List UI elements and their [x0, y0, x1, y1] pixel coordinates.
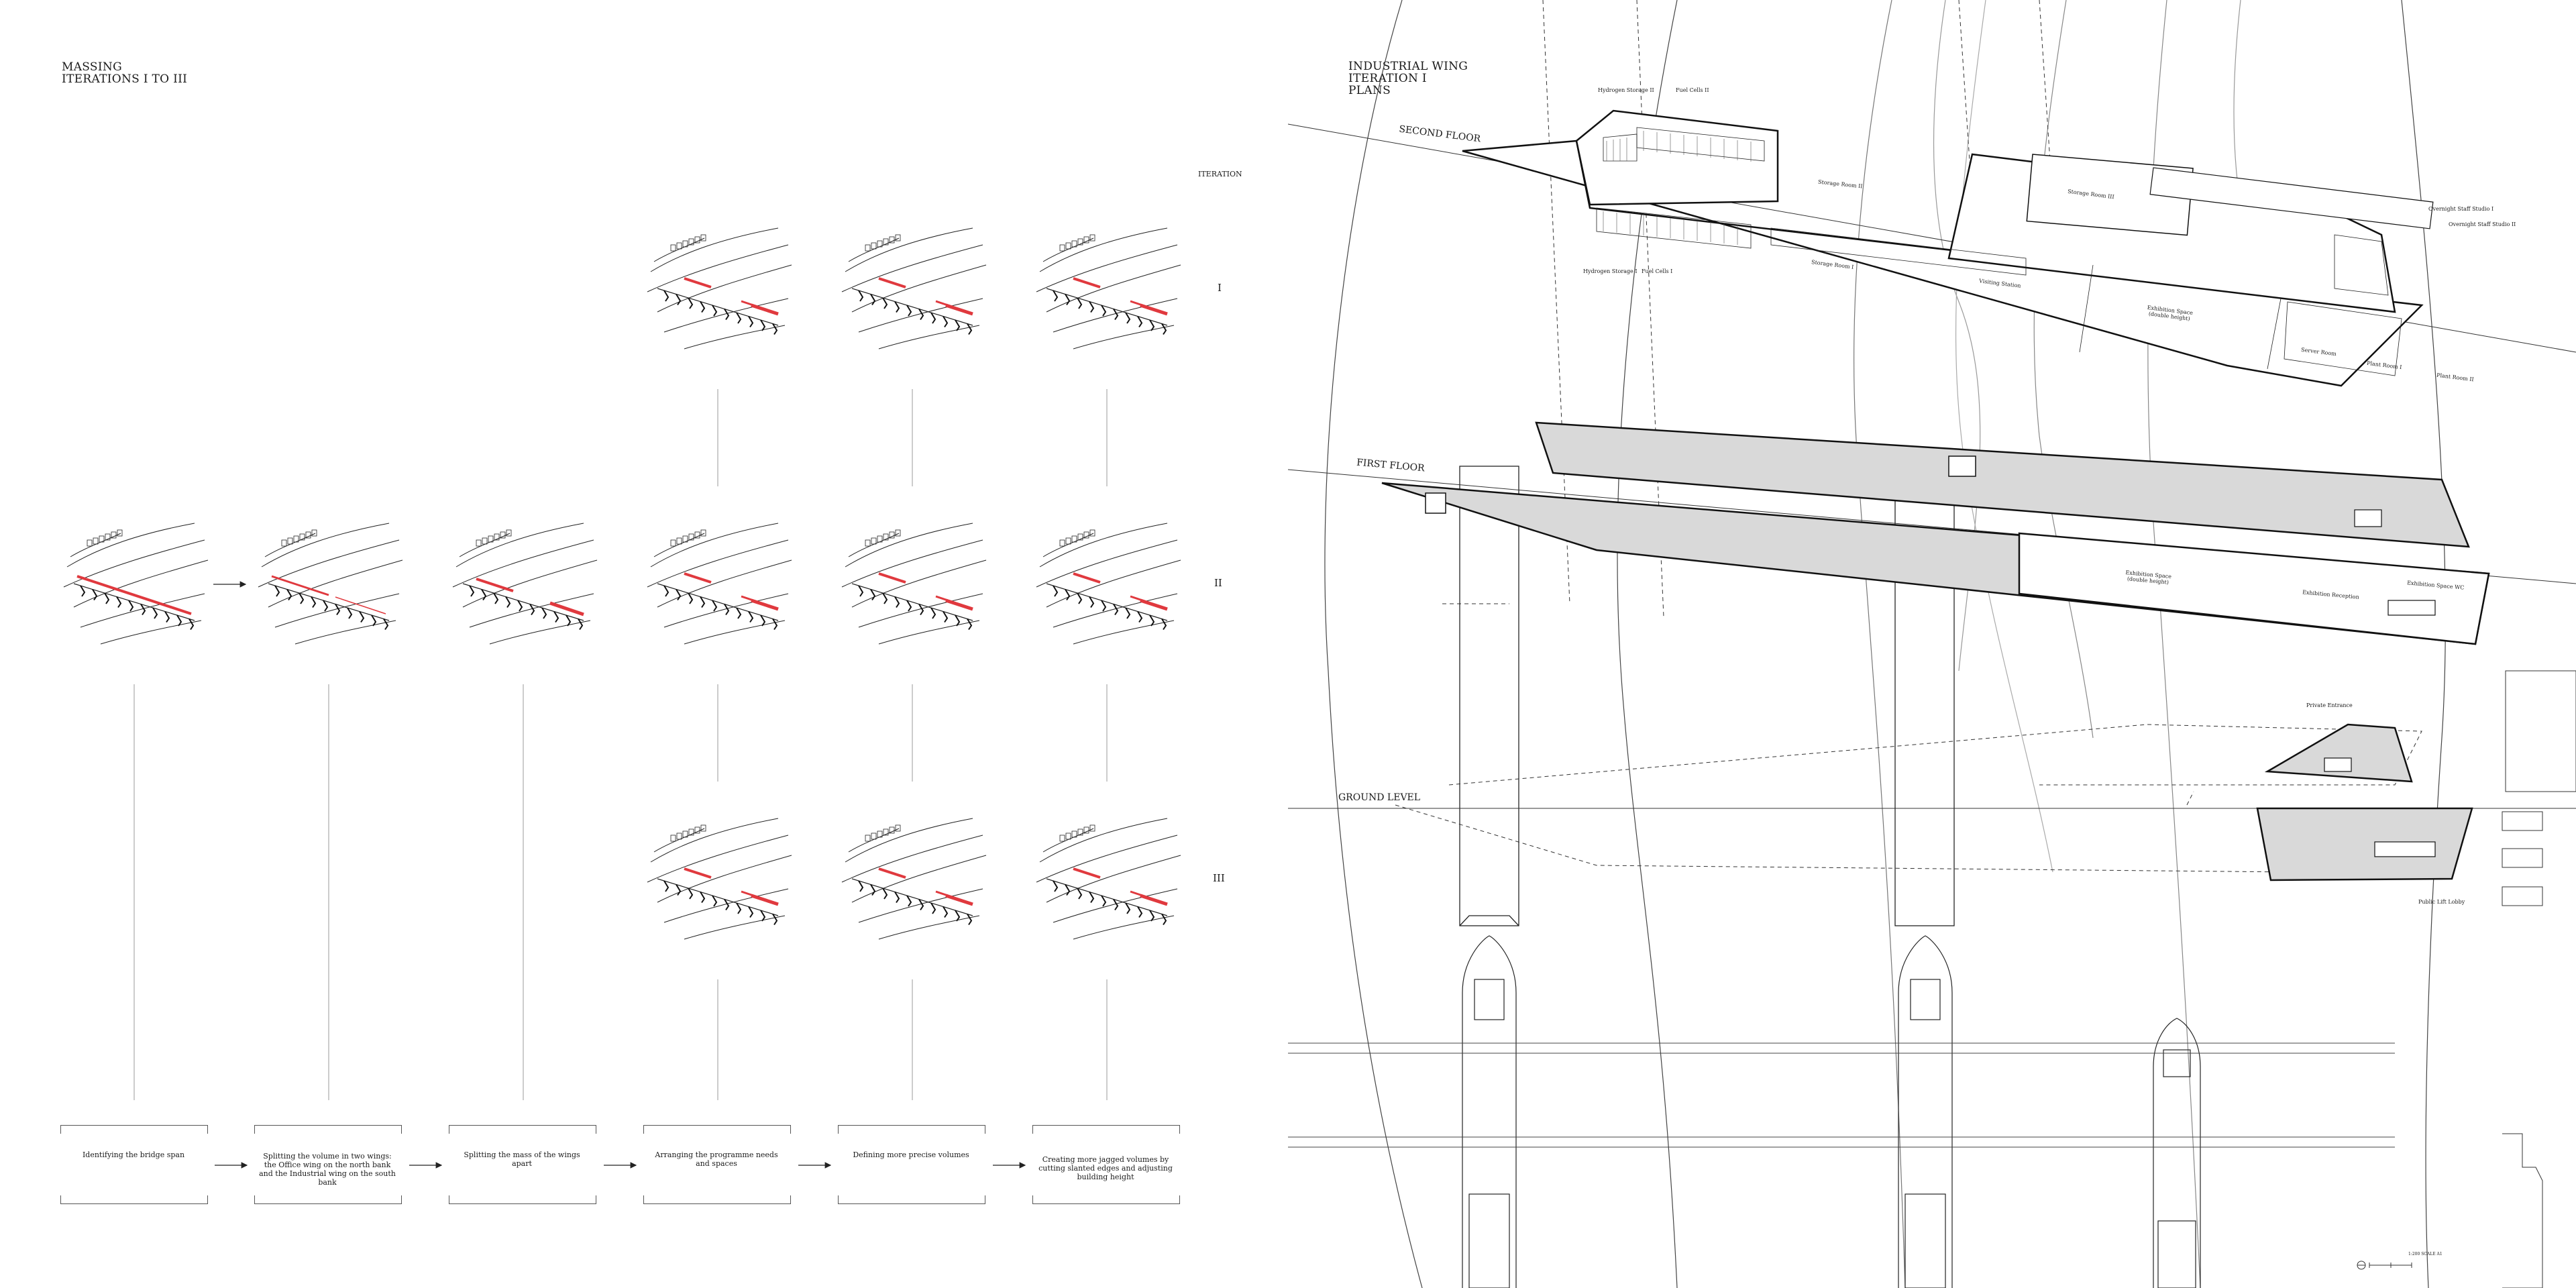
room-public-lift-lobby: Public Lift Lobby — [2418, 899, 2465, 905]
massing-thumbnail — [841, 523, 987, 645]
first-floor-plan — [1381, 421, 2490, 645]
room-overnight-staff-2: Overnight Staff Studio II — [2449, 221, 2516, 227]
second-floor-cells — [1596, 127, 2402, 376]
massing-thumbnail — [1036, 818, 1181, 940]
step-text-2: Splitting the volume in two wings: the O… — [259, 1152, 396, 1187]
massing-thumbnail — [841, 227, 987, 350]
step-arrows — [213, 581, 1026, 1169]
plan-drawings — [1287, 0, 2576, 1288]
room-private-entrance: Private Entrance — [2306, 702, 2353, 708]
row-label-i: I — [1218, 282, 1222, 294]
room-fuel-cells-1: Fuel Cells I — [1642, 268, 1673, 274]
massing-thumbnail — [452, 523, 598, 645]
step-box-4: Arranging the programme needs and spaces — [643, 1125, 791, 1204]
row-label-iii: III — [1213, 872, 1225, 884]
massing-thumbnail — [647, 227, 792, 350]
adjacent-buildings — [2502, 670, 2576, 1288]
iteration-header: ITERATION — [1198, 170, 1242, 178]
step-box-6: Creating more jagged volumes by cutting … — [1032, 1125, 1180, 1204]
massing-thumbnail — [841, 818, 987, 940]
massing-thumbnail — [647, 523, 792, 645]
right-panel-title: INDUSTRIAL WING ITERATION I PLANS — [1348, 60, 1468, 97]
step-text-6: Creating more jagged volumes by cutting … — [1038, 1155, 1173, 1181]
step-text-3: Splitting the mass of the wings apart — [464, 1150, 580, 1168]
step-text-5: Defining more precise volumes — [853, 1150, 969, 1159]
river-edges — [1288, 1042, 2395, 1148]
step-text-1: Identifying the bridge span — [82, 1150, 185, 1159]
room-hydrogen-storage-2: Hydrogen Storage II — [1598, 87, 1654, 93]
step-box-1: Identifying the bridge span — [60, 1125, 208, 1204]
step-text-4: Arranging the programme needs and spaces — [655, 1150, 778, 1168]
scale-label: 1:200 SCALE A1 — [2408, 1252, 2443, 1256]
north-arrow-icon — [2357, 1260, 2366, 1270]
scale-bar — [2369, 1263, 2412, 1268]
massing-thumbnail — [258, 523, 403, 645]
room-fuel-cells-2: Fuel Cells II — [1676, 87, 1709, 93]
step-box-3: Splitting the mass of the wings apart — [449, 1125, 596, 1204]
massing-thumbnail — [647, 818, 792, 940]
massing-thumbnail — [1036, 227, 1181, 350]
massing-thumbnail — [1036, 523, 1181, 645]
step-box-5: Defining more precise volumes — [838, 1125, 985, 1204]
room-overnight-staff-1: Overnight Staff Studio I — [2428, 206, 2494, 212]
boat-hulls — [1462, 935, 2201, 1288]
storage-hatching — [1603, 131, 1752, 245]
step-box-2: Splitting the volume in two wings: the O… — [254, 1125, 402, 1204]
ground-level-plan — [2256, 723, 2473, 881]
massing-thumbnail — [63, 523, 209, 645]
level-ground: GROUND LEVEL — [1338, 792, 1421, 803]
massing-diagrams — [63, 227, 1181, 1100]
second-floor-plan — [1462, 109, 2434, 387]
row-label-ii: II — [1214, 577, 1222, 589]
left-panel-title: MASSING ITERATIONS I TO III — [62, 60, 188, 86]
room-hydrogen-storage-1: Hydrogen Storage I — [1583, 268, 1638, 274]
